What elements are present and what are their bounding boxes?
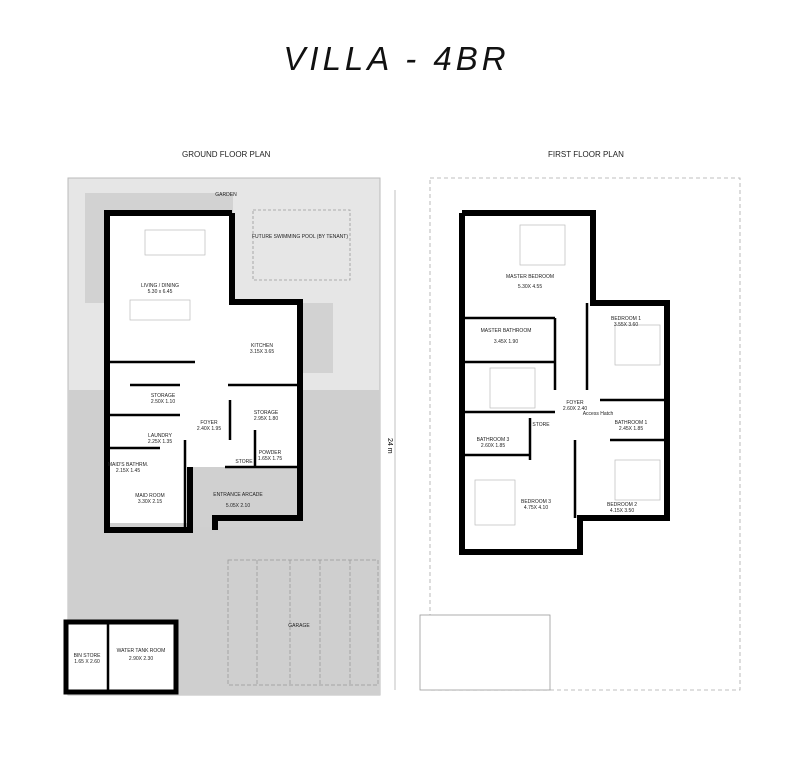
svg-text:3.55X 3.60: 3.55X 3.60 [614,322,638,328]
svg-text:3.15X 3.65: 3.15X 3.65 [250,349,274,355]
svg-text:2.50X 1.10: 2.50X 1.10 [151,399,175,405]
label-water-tank: WATER TANK ROOM [117,648,166,654]
label-master-bathroom: MASTER BATHROOM [481,328,532,334]
label-living: LIVING / DINING [141,283,179,289]
label-laundry: LAUNDRY [148,433,172,439]
label-bedroom-2: BEDROOM 2 [607,502,637,508]
label-maids-bath: MAID'S BATHRM. [108,462,148,468]
label-kitchen: KITCHEN [251,343,273,349]
label-bathroom-3: BATHROOM 3 [477,437,510,443]
label-entrance-arcade: ENTRANCE ARCADE [213,492,263,498]
svg-text:5.30 x 6.45: 5.30 x 6.45 [148,289,173,295]
label-bin-store: BIN STORE [74,653,102,659]
ground-floor-plan [63,177,396,696]
label-bedroom-1: BEDROOM 1 [611,316,641,322]
svg-text:2.15X 1.45: 2.15X 1.45 [116,468,140,474]
dimension-label: 24 m [386,438,393,454]
swimming-pool [252,209,351,281]
outbuilding [63,619,179,695]
label-store-ff: STORE [532,422,550,428]
svg-text:2.45X 1.85: 2.45X 1.85 [619,426,643,432]
label-pool: FUTURE SWIMMING POOL (BY TENANT) [252,234,348,240]
label-storage-2: STORAGE [254,410,279,416]
first-floor-plan [419,177,741,691]
label-foyer-ff: FOYER [566,400,584,406]
svg-text:3.30X 2.15: 3.30X 2.15 [138,499,162,505]
label-garage: GARAGE [288,623,310,629]
label-foyer: FOYER [200,420,218,426]
svg-text:4.15X 3.50: 4.15X 3.50 [610,508,634,514]
svg-text:2.40X 1.95: 2.40X 1.95 [197,426,221,432]
label-garden: GARDEN [215,192,237,198]
svg-text:2.60X 2.40: 2.60X 2.40 [563,406,587,412]
svg-text:5.30X 4.55: 5.30X 4.55 [518,284,542,290]
plot-outline [429,177,741,691]
svg-text:2.25X 1.35: 2.25X 1.35 [148,439,172,445]
svg-text:1.65X 1.75: 1.65X 1.75 [258,456,282,462]
first-floor-title: FIRST FLOOR PLAN [548,150,624,159]
label-access-hatch: Access Hatch [583,411,614,417]
svg-text:1.65 X 2.60: 1.65 X 2.60 [74,659,100,665]
svg-text:2.95X 1.80: 2.95X 1.80 [254,416,278,422]
label-maid-room: MAID ROOM [135,493,164,499]
page-title: VILLA - 4BR [283,40,510,77]
label-store: STORE [235,459,253,465]
ground-floor-title: GROUND FLOOR PLAN [182,150,271,159]
label-powder: POWDER [259,450,282,456]
label-storage-1: STORAGE [151,393,176,399]
svg-text:4.75X 4.10: 4.75X 4.10 [524,505,548,511]
label-bathroom-1: BATHROOM 1 [615,420,648,426]
svg-text:2.60X 1.85: 2.60X 1.85 [481,443,505,449]
svg-text:5.05X 2.10: 5.05X 2.10 [226,503,250,509]
label-master-bedroom: MASTER BEDROOM [506,274,554,280]
label-bedroom-3: BEDROOM 3 [521,499,551,505]
svg-text:3.45X 1.90: 3.45X 1.90 [494,339,518,345]
svg-text:2.90X 2.30: 2.90X 2.30 [129,656,153,662]
